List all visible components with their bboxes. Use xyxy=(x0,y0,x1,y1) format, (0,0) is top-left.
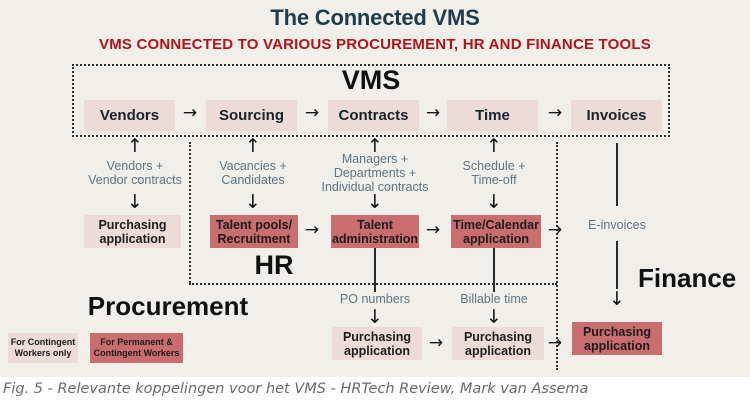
arrow-up-icon: ↑ xyxy=(245,135,261,157)
app-box-line: application xyxy=(344,343,410,358)
app-box-line: application xyxy=(99,231,166,246)
feed-label-vendors: Vendors + Vendor contracts xyxy=(70,159,200,187)
app-box-purchasing-po: Purchasing application xyxy=(332,327,422,360)
vms-region-border xyxy=(72,64,670,137)
app-box-line: Purchasing xyxy=(342,329,412,344)
connector-line-billable xyxy=(493,248,495,292)
vms-stage-sourcing: Sourcing xyxy=(206,100,297,131)
arrow-right-icon: → xyxy=(428,333,444,353)
arrow-up-icon: ↑ xyxy=(367,135,383,157)
hr-region-border-bottom xyxy=(189,283,557,285)
app-box-line: application xyxy=(463,231,529,246)
app-box-purchasing-procurement: Purchasing application xyxy=(84,215,181,248)
connector-line-invoices xyxy=(616,143,618,206)
legend-line: Contingent Workers xyxy=(93,348,180,358)
app-box-line: Purchasing xyxy=(582,324,652,339)
arrow-down-icon: ↓ xyxy=(367,191,383,213)
app-box-line: Purchasing xyxy=(463,329,533,344)
feed-label-line: Vendors + xyxy=(106,159,164,173)
app-box-purchasing-finance: Purchasing application xyxy=(572,322,662,355)
arrow-down-icon: ↓ xyxy=(127,191,143,213)
feed-label-einvoices: E-invoices xyxy=(588,218,646,232)
arrow-down-icon: ↓ xyxy=(486,191,502,213)
app-box-line: Talent pools/ xyxy=(215,217,293,232)
arrow-up-icon: ↑ xyxy=(127,135,143,157)
vms-stage-invoices: Invoices xyxy=(571,100,662,131)
feed-label-line: Time-off xyxy=(471,173,517,187)
legend-line: For Contingent xyxy=(10,337,76,347)
feed-label-line: Vacancies + xyxy=(219,159,287,173)
feed-label-line: Departments + xyxy=(333,166,417,180)
arrow-right-icon: → xyxy=(547,333,563,353)
arrow-down-icon: ↓ xyxy=(245,191,261,213)
diagram-canvas: The Connected VMS VMS CONNECTED TO VARIO… xyxy=(0,0,750,377)
finance-region-label: Finance xyxy=(638,263,737,293)
legend-contingent-only: For Contingent Workers only xyxy=(8,333,78,363)
app-box-line: administration xyxy=(331,231,419,246)
vms-stage-time: Time xyxy=(447,100,538,131)
feed-label-line: Managers + xyxy=(341,152,409,166)
arrow-down-icon: ↓ xyxy=(486,306,502,328)
vms-stage-contracts: Contracts xyxy=(328,100,419,131)
feed-label-time: Schedule + Time-off xyxy=(429,159,559,187)
legend-permanent-contingent: For Permanent & Contingent Workers xyxy=(90,333,183,363)
diagram-title: The Connected VMS xyxy=(270,5,480,30)
feed-label-line: Individual contracts xyxy=(321,180,429,194)
app-box-talent-administration: Talent administration xyxy=(331,215,419,248)
arrow-right-icon: → xyxy=(547,220,563,240)
arrow-right-icon: → xyxy=(304,103,320,123)
arrow-right-icon: → xyxy=(425,220,441,240)
hr-region-label: HR xyxy=(254,250,294,280)
arrow-right-icon: → xyxy=(425,103,441,123)
finance-region-border-left xyxy=(556,142,558,370)
app-box-line: Recruitment xyxy=(217,231,291,246)
procurement-region-label: Procurement xyxy=(87,291,249,321)
figure-caption: Fig. 5 - Relevante koppelingen voor het … xyxy=(3,381,589,397)
diagram-subtitle: VMS CONNECTED TO VARIOUS PROCUREMENT, HR… xyxy=(99,36,651,53)
feed-label-sourcing: Vacancies + Candidates xyxy=(188,159,318,187)
app-box-purchasing-billable: Purchasing application xyxy=(452,327,544,360)
feed-label-line: Schedule + xyxy=(462,159,526,173)
app-box-line: Talent xyxy=(357,217,393,232)
arrow-down-icon: ↓ xyxy=(609,288,625,310)
connector-line-po xyxy=(374,248,376,292)
caption-strip: Fig. 5 - Relevante koppelingen voor het … xyxy=(0,377,750,408)
feed-label-billable-time: Billable time xyxy=(460,292,528,306)
feed-label-line: Vendor contracts xyxy=(88,173,182,187)
legend-line: For Permanent & xyxy=(100,337,173,347)
arrow-right-icon: → xyxy=(547,103,563,123)
app-box-talent-pools-recruitment: Talent pools/ Recruitment xyxy=(210,215,298,248)
vms-region-label: VMS xyxy=(341,65,401,95)
legend-line: Workers only xyxy=(14,348,72,358)
app-box-time-calendar: Time/Calendar application xyxy=(451,215,541,248)
feed-label-po-numbers: PO numbers xyxy=(339,292,411,306)
connector-line-einvoices xyxy=(616,241,618,289)
arrow-up-icon: ↑ xyxy=(486,135,502,157)
arrow-down-icon: ↓ xyxy=(367,306,383,328)
feed-label-contracts: Managers + Departments + Individual cont… xyxy=(300,152,450,194)
app-box-line: application xyxy=(584,338,650,353)
app-box-line: Time/Calendar xyxy=(453,217,539,232)
arrow-right-icon: → xyxy=(304,220,320,240)
vms-stage-vendors: Vendors xyxy=(84,100,175,131)
app-box-line: application xyxy=(465,343,531,358)
app-box-line: Purchasing xyxy=(98,217,167,232)
feed-label-line: Candidates xyxy=(221,173,285,187)
arrow-right-icon: → xyxy=(182,103,198,123)
hr-region-border-left xyxy=(189,142,191,283)
